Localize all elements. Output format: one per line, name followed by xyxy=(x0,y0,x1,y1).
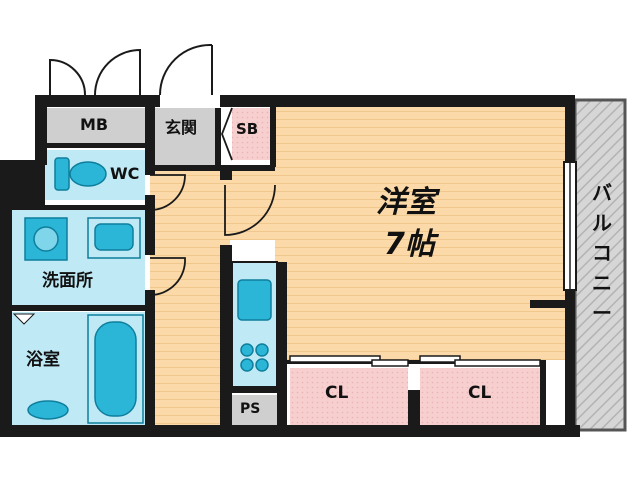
western-room-size-label: 7帖 xyxy=(384,227,435,262)
closet-left-label: CL xyxy=(325,383,349,403)
balcony-char: バ xyxy=(592,181,612,205)
wash-basin-icon xyxy=(87,217,141,259)
closet-sliding-doors xyxy=(289,355,541,367)
front-door xyxy=(159,43,213,96)
balcony-char: コ xyxy=(592,241,612,265)
entrance-double-door xyxy=(49,48,141,96)
shoe-box-label: SB xyxy=(236,120,259,138)
kitchen-sink-icon xyxy=(237,279,272,321)
balcony-char: ニ xyxy=(592,271,612,295)
bathtub-icon xyxy=(87,314,144,424)
stove-burner-icon xyxy=(255,358,269,372)
meter-box-area xyxy=(45,108,145,143)
washing-machine-icon xyxy=(24,217,68,261)
toilet-label: WC xyxy=(110,164,140,183)
balcony-char: ー xyxy=(592,301,612,325)
bathroom-label: 浴室 xyxy=(26,350,60,370)
meter-box-label: MB xyxy=(80,115,109,134)
toilet-icon xyxy=(54,157,107,191)
washroom-label: 洗面所 xyxy=(42,271,93,291)
hallway-floor xyxy=(150,170,230,425)
walls xyxy=(0,95,580,437)
pipe-space-label: PS xyxy=(240,401,261,417)
entrance-step xyxy=(215,108,221,166)
balcony-label: バ ル コ ニ ー xyxy=(588,178,616,328)
western-room-label: 洋室 xyxy=(376,185,436,220)
interior-doors xyxy=(149,107,276,296)
closet-left-area xyxy=(290,368,408,425)
stove-burner-icon xyxy=(240,343,254,357)
bath-stool-icon xyxy=(27,400,69,420)
bath-vent-icon xyxy=(12,313,36,325)
entrance-floor xyxy=(155,108,220,166)
closet-right-label: CL xyxy=(468,383,492,403)
entrance-label: 玄関 xyxy=(165,118,198,137)
stove-burner-icon xyxy=(255,343,269,357)
stove-burner-icon xyxy=(240,358,254,372)
pipe-space-area xyxy=(232,395,277,425)
shoe-box-area xyxy=(232,108,270,160)
western-room-floor xyxy=(275,105,565,360)
closet-right-area xyxy=(420,368,540,425)
balcony-char: ル xyxy=(592,211,612,235)
